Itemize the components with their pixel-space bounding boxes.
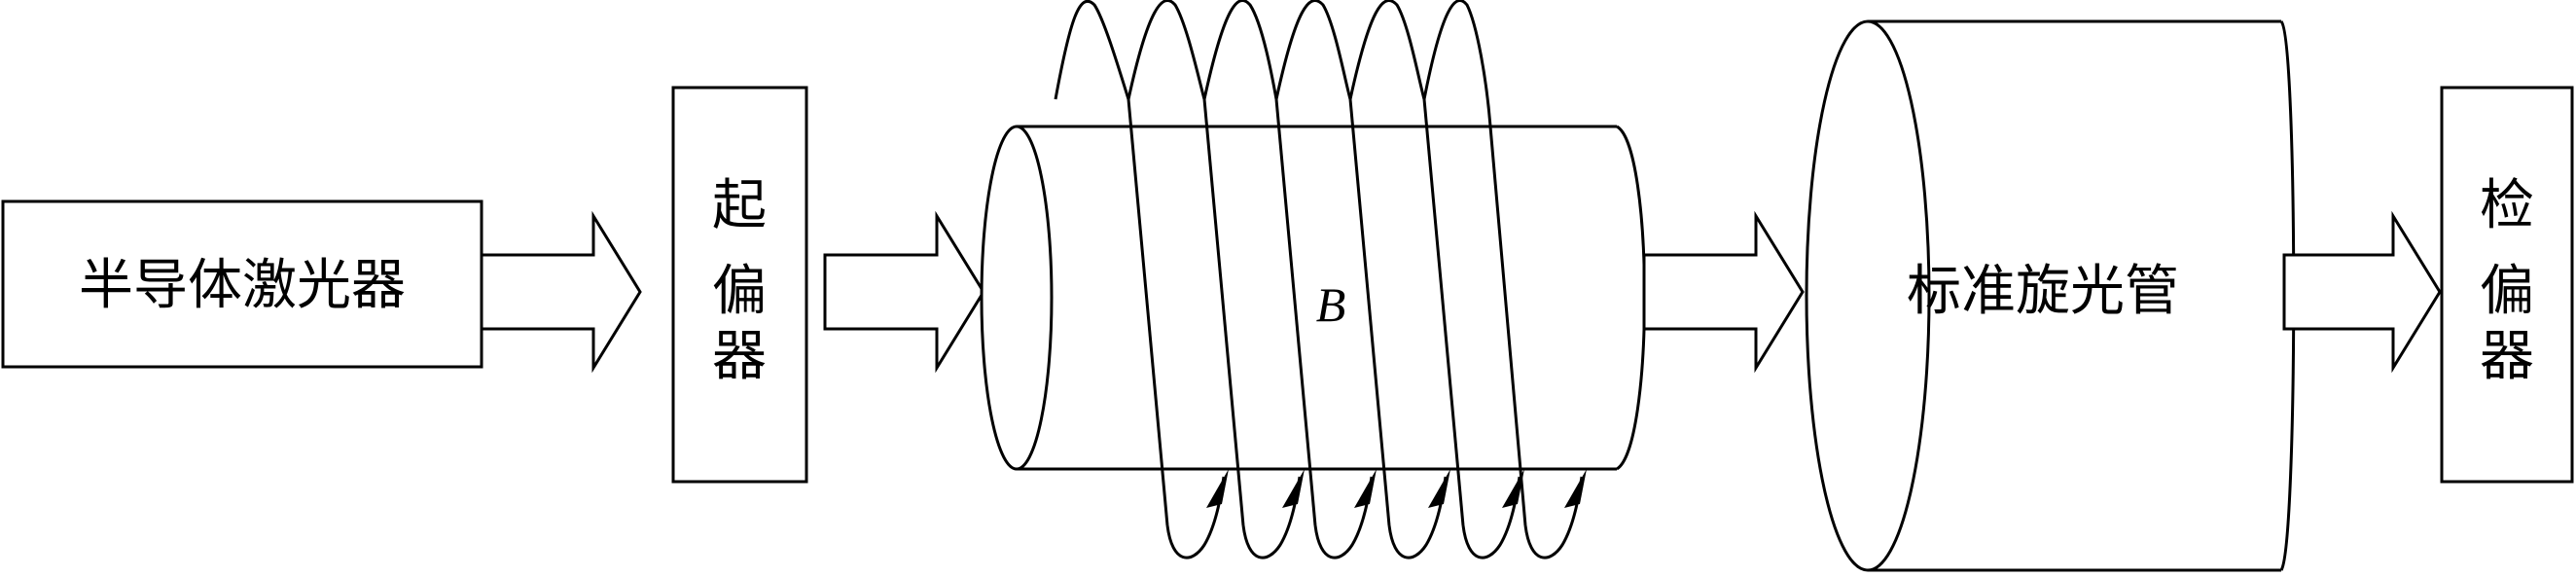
magnetic-field-label: B (1316, 277, 1346, 332)
current-arrow-1 (1206, 469, 1229, 508)
analyzer-char-3: 器 (2480, 327, 2534, 387)
analyzer-char-1: 检 (2480, 176, 2534, 236)
current-arrow-6 (1564, 469, 1587, 508)
beam-arrow-2 (823, 210, 985, 374)
polarizer-char-1: 起 (712, 176, 767, 236)
beam-arrow-4 (2282, 210, 2442, 374)
laser-label: 半导体激光器 (79, 256, 406, 316)
rotation-tube-label: 标准旋光管 (1907, 262, 2179, 322)
current-arrow-2 (1282, 469, 1305, 508)
beam-arrow-1 (480, 210, 642, 374)
polarizer-char-2: 偏 (712, 262, 767, 322)
polarizer-block: 起 偏 器 (671, 86, 808, 484)
rotation-tube-block: 标准旋光管 (1805, 19, 2296, 572)
polarizer-char-3: 器 (712, 327, 767, 387)
laser-block: 半导体激光器 (1, 199, 483, 369)
current-arrow-4 (1428, 469, 1450, 508)
current-arrow-5 (1502, 469, 1524, 508)
analyzer-char-2: 偏 (2480, 262, 2534, 322)
solenoid-cylinder: B (980, 0, 1646, 559)
beam-arrow-3 (1642, 210, 1805, 374)
current-arrow-3 (1354, 469, 1377, 508)
analyzer-block: 检 偏 器 (2440, 86, 2574, 484)
